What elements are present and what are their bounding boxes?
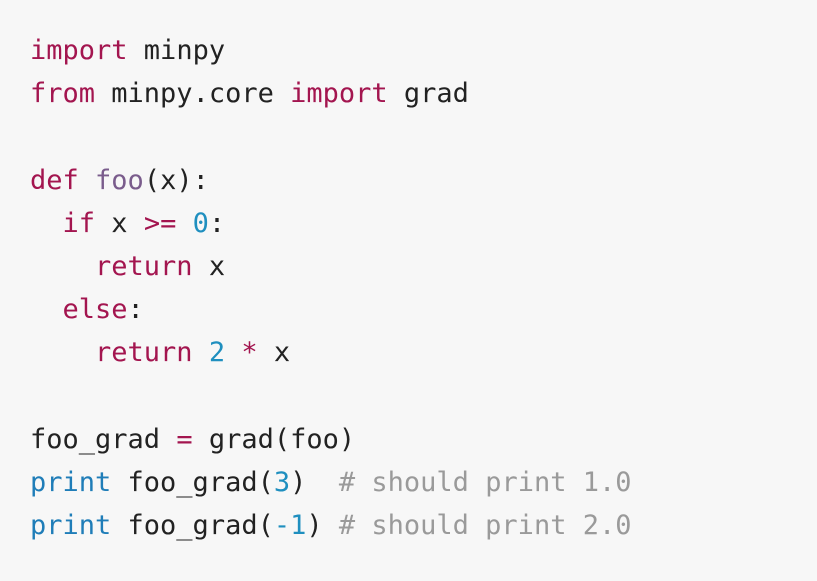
number-token: 0 bbox=[192, 207, 209, 239]
code-text-token: x bbox=[192, 250, 226, 282]
keyword-token: return bbox=[95, 250, 193, 282]
builtin-token: print bbox=[30, 510, 112, 542]
code-line: def foo(x): bbox=[30, 159, 817, 202]
code-text-token: : bbox=[127, 294, 144, 326]
code-line bbox=[30, 375, 817, 418]
builtin-token: print bbox=[30, 466, 112, 498]
code-text-token bbox=[30, 337, 95, 368]
code-line: else: bbox=[30, 288, 817, 331]
keyword-token: def bbox=[30, 164, 79, 196]
code-text-token bbox=[193, 337, 209, 368]
code-text-token bbox=[30, 294, 63, 325]
operator-token: >= bbox=[143, 207, 177, 239]
number-token: -1 bbox=[273, 510, 307, 542]
code-text-token: foo_grad( bbox=[111, 466, 274, 498]
code-line bbox=[30, 115, 817, 158]
code-text-token: x bbox=[257, 337, 291, 369]
number-token: 3 bbox=[273, 466, 291, 498]
code-text-token: (x): bbox=[143, 164, 209, 196]
keyword-token: import bbox=[290, 78, 388, 110]
code-text-token: foo_grad bbox=[30, 423, 177, 455]
code-line: print foo_grad(3) # should print 1.0 bbox=[30, 461, 817, 504]
code-line: print foo_grad(-1) # should print 2.0 bbox=[30, 504, 817, 547]
code-text-token: ) bbox=[290, 466, 339, 498]
comment-token: # should print 2.0 bbox=[338, 510, 632, 542]
keyword-token: else bbox=[62, 294, 128, 326]
code-text-token: foo_grad( bbox=[111, 510, 274, 542]
number-token: 2 bbox=[208, 337, 226, 369]
keyword-token: import bbox=[30, 35, 128, 66]
function-name-token: foo bbox=[95, 164, 144, 196]
keyword-token: from bbox=[30, 78, 96, 110]
code-line: if x >= 0: bbox=[30, 202, 817, 245]
code-line: return 2 * x bbox=[30, 331, 817, 374]
code-text-token: grad bbox=[387, 78, 469, 110]
code-text-token: x bbox=[95, 207, 144, 239]
code-text-token bbox=[79, 165, 95, 196]
code-line: from minpy.core import grad bbox=[30, 72, 817, 115]
keyword-token: if bbox=[62, 207, 96, 239]
code-text-token bbox=[30, 251, 95, 282]
keyword-token: return bbox=[95, 337, 193, 369]
operator-token: = bbox=[176, 423, 193, 455]
code-text-token: : bbox=[208, 207, 226, 239]
code-line: return x bbox=[30, 245, 817, 288]
code-text-token bbox=[176, 208, 192, 239]
code-text-token bbox=[30, 208, 63, 239]
code-text-token: minpy bbox=[127, 35, 226, 66]
code-line: import minpy bbox=[30, 29, 817, 72]
code-text-token: minpy.core bbox=[95, 78, 291, 110]
code-line: foo_grad = grad(foo) bbox=[30, 418, 817, 461]
comment-token: # should print 1.0 bbox=[338, 466, 632, 498]
code-text-token: ) bbox=[306, 510, 339, 542]
code-text-token bbox=[225, 337, 241, 368]
code-text-token: grad(foo) bbox=[192, 423, 356, 455]
operator-token: * bbox=[241, 337, 258, 369]
